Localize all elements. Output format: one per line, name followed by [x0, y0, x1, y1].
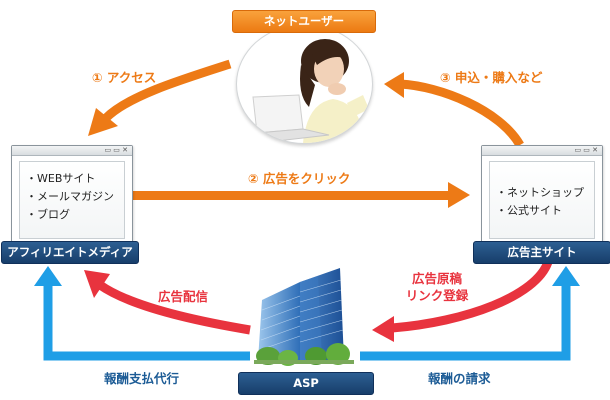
ad-copy-label-line2: リンク登録	[405, 288, 469, 303]
ad-delivery-label: 広告配信	[158, 289, 209, 304]
advertiser-item-official: ・公式サイト	[496, 204, 562, 217]
advertiser-item-shop: ・ネットショップ	[496, 186, 584, 199]
ad-copy-arrow	[372, 260, 553, 342]
advertiser-window: ▭ ▭ ✕ ・ネットショップ ・公式サイト	[481, 145, 603, 247]
fee-billing-label: 報酬の請求	[428, 371, 491, 386]
advertiser-label: 広告主サイト	[473, 241, 610, 264]
step-access-label: ① アクセス	[92, 70, 157, 85]
office-building-icon	[254, 268, 354, 366]
media-item-blog: ・ブログ	[26, 208, 70, 221]
ad-copy-label-line1: 広告原稿	[411, 271, 462, 286]
payment-agency-arrow	[34, 266, 250, 361]
user-portrait	[236, 24, 373, 144]
step-apply-label: ③ 申込・購入など	[440, 70, 543, 85]
click-arrow	[133, 182, 470, 208]
media-window-titlebar: ▭ ▭ ✕	[12, 146, 132, 156]
media-label: アフィリエイトメディア	[1, 241, 139, 264]
woman-at-laptop-icon	[252, 39, 369, 143]
advertiser-window-content: ・ネットショップ ・公式サイト	[489, 161, 595, 239]
payment-agency-label: 報酬支払代行	[104, 371, 180, 386]
ad-delivery-arrow	[84, 270, 251, 335]
window-controls-icon: ▭ ▭ ✕	[574, 146, 598, 154]
advertiser-window-titlebar: ▭ ▭ ✕	[482, 146, 602, 156]
step-click-label: ② 広告をクリック	[248, 171, 351, 186]
media-item-mail: ・メールマガジン	[26, 190, 114, 203]
access-arrow	[88, 59, 232, 136]
media-window: ▭ ▭ ✕ ・WEBサイト ・メールマガジン ・ブログ	[11, 145, 133, 247]
fee-billing-arrow	[360, 266, 580, 361]
window-controls-icon: ▭ ▭ ✕	[104, 146, 128, 154]
media-item-web: ・WEBサイト	[26, 172, 96, 185]
apply-arrow	[384, 72, 524, 148]
asp-label: ASP	[238, 372, 374, 395]
media-window-content: ・WEBサイト ・メールマガジン ・ブログ	[19, 161, 125, 239]
net-user-label: ネットユーザー	[232, 10, 376, 33]
